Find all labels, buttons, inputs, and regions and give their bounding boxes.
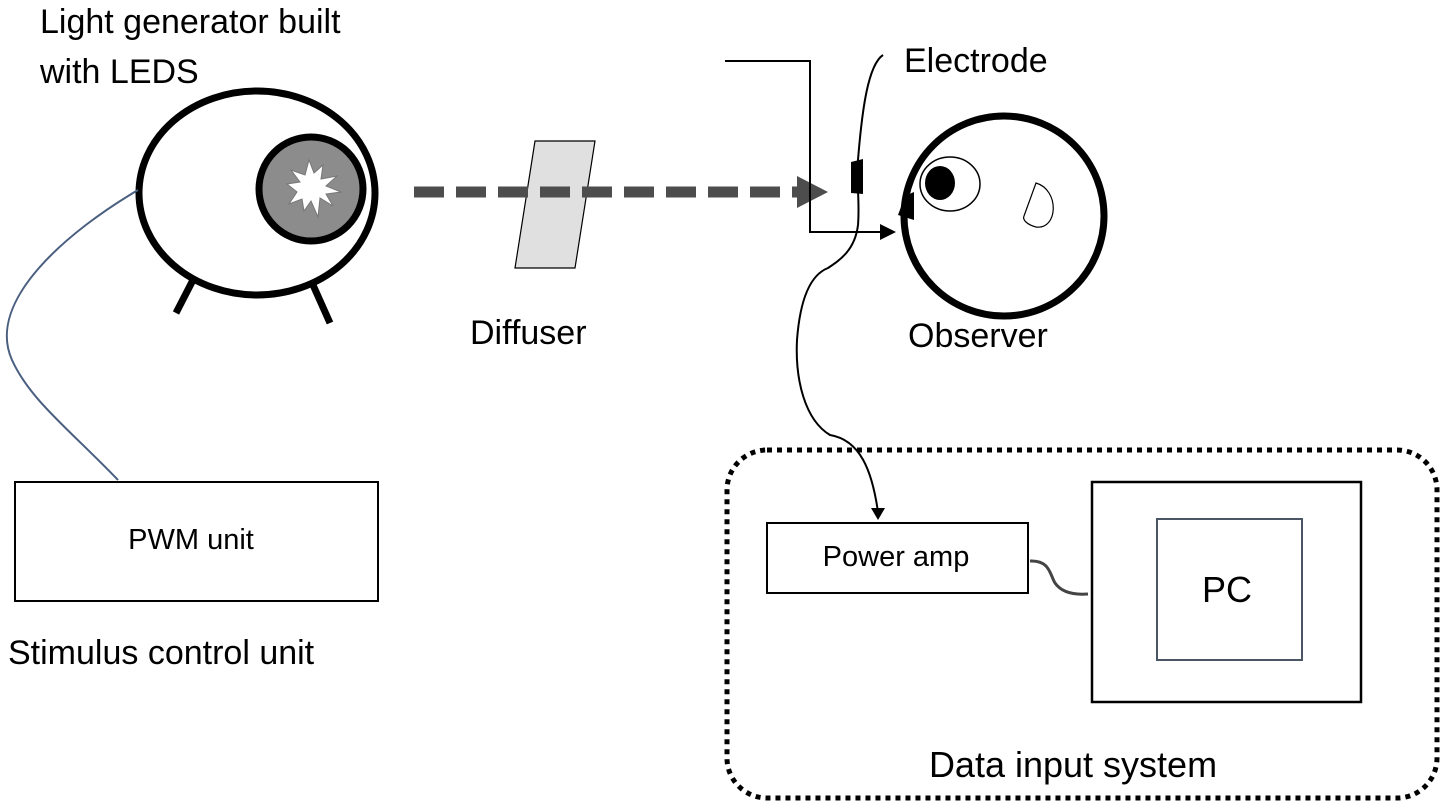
- amp-pc-cable: [1029, 559, 1089, 596]
- observer-nose: [1023, 182, 1054, 228]
- light-generator-label-line2: with LEDS: [39, 53, 199, 91]
- observer: [898, 112, 1108, 320]
- pwm-unit: PWM unit: [14, 481, 379, 602]
- light-beam-arrowhead: [797, 176, 828, 208]
- electrode-wire: [795, 54, 884, 513]
- diffuser-label: Diffuser: [470, 314, 587, 352]
- diffuser: [514, 140, 596, 269]
- observer-pupil: [925, 166, 955, 200]
- light-generator: [135, 87, 379, 325]
- stimulus-control-unit-label: Stimulus control unit: [8, 634, 315, 672]
- stimulus-path-line: [725, 60, 888, 233]
- electrode-wire-arrowhead: [871, 508, 885, 520]
- observer-ear-marker: [898, 192, 914, 220]
- light-beam-arrow: [414, 176, 828, 208]
- pwm-cable: [5, 189, 139, 481]
- light-generator-leg-right: [309, 283, 334, 325]
- pc-label: PC: [1202, 569, 1252, 610]
- electrode-pad: [851, 159, 863, 194]
- observer-head: [900, 112, 1108, 320]
- stimulus-path-arrowhead: [880, 224, 896, 240]
- power-amp: Power amp: [766, 522, 1029, 594]
- pc: PC: [1090, 480, 1363, 704]
- power-amp-box: [766, 522, 1029, 594]
- power-amp-label: Power amp: [823, 541, 970, 573]
- light-generator-label-line1: Light generator built: [40, 3, 341, 41]
- observer-label: Observer: [908, 317, 1048, 355]
- pwm-unit-box: [14, 481, 379, 602]
- electrode-label: Electrode: [904, 42, 1048, 80]
- data-input-system-label: Data input system: [929, 744, 1217, 785]
- pwm-unit-label: PWM unit: [128, 524, 254, 556]
- led-flash-icon: [285, 158, 343, 219]
- pc-screen-box: [1156, 518, 1303, 661]
- light-generator-leg-left: [172, 276, 198, 315]
- data-input-system-boundary: [724, 447, 1440, 801]
